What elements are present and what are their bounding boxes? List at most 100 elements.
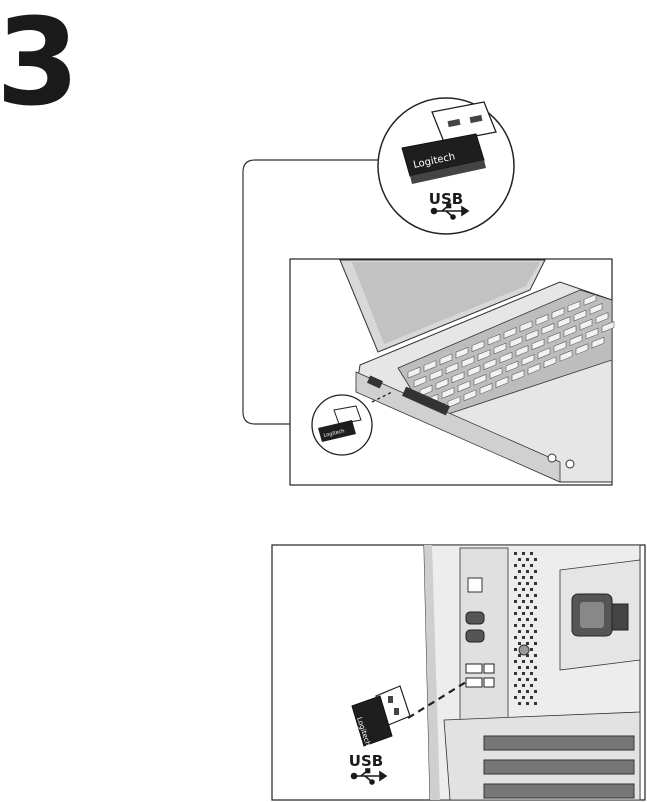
- vent-hole: [522, 660, 525, 663]
- vent-hole: [514, 612, 517, 615]
- keyboard-key: [567, 300, 581, 313]
- vent-hole: [522, 552, 525, 555]
- vent-hole: [518, 690, 521, 693]
- keyboard-key: [463, 389, 477, 402]
- keyboard-key: [435, 378, 449, 390]
- keyboard-key: [601, 321, 615, 333]
- keyboard-key: [525, 329, 539, 342]
- laptop-panel: Logitech: [289, 258, 615, 486]
- keyboard-key: [585, 327, 599, 340]
- keyboard-key: [553, 340, 567, 353]
- vent-hole: [518, 594, 521, 597]
- keyboard-key: [573, 309, 587, 322]
- vent-hole: [530, 624, 533, 627]
- vent-hole: [522, 696, 525, 699]
- desktop-usb-symbol-icon: [350, 768, 388, 785]
- keyboard-key: [509, 336, 523, 348]
- vent-hole: [518, 606, 521, 609]
- vent-hole: [526, 690, 529, 693]
- keyboard-key: [527, 363, 541, 375]
- vent-hole: [530, 696, 533, 699]
- vent-hole: [522, 684, 525, 687]
- vent-hole: [514, 564, 517, 567]
- keyboard-key: [455, 346, 469, 359]
- vent-hole: [522, 636, 525, 639]
- vent-hole: [518, 558, 521, 561]
- vent-hole: [526, 558, 529, 561]
- keyboard-key: [479, 382, 493, 395]
- vent-hole: [518, 678, 521, 681]
- keyboard-key: [541, 322, 555, 335]
- vent-hole: [534, 690, 537, 693]
- keyboard-key: [505, 360, 519, 373]
- vent-grid: [514, 552, 537, 705]
- vent-hole: [526, 606, 529, 609]
- keyboard-key: [407, 366, 421, 379]
- laptop-receiver-brand: Logitech: [323, 428, 345, 439]
- vent-hole: [534, 666, 537, 669]
- keyboard-key: [575, 343, 589, 355]
- vent-hole: [530, 552, 533, 555]
- keyboard-key: [487, 333, 501, 346]
- vent-hole: [518, 654, 521, 657]
- keyboard-key: [583, 294, 597, 306]
- vent-hole: [530, 660, 533, 663]
- vent-hole: [514, 600, 517, 603]
- vent-hole: [534, 642, 537, 645]
- keyboard-key: [531, 338, 545, 351]
- vent-hole: [522, 672, 525, 675]
- desktop-usb-port-1: [465, 663, 483, 674]
- vent-hole: [526, 702, 529, 705]
- vent-hole: [522, 600, 525, 603]
- keyboard-key: [477, 349, 491, 361]
- vent-hole: [514, 552, 517, 555]
- keyboard-key: [591, 336, 605, 349]
- keyboard-key: [473, 373, 487, 386]
- keyboard-key: [467, 364, 481, 377]
- keyboard-key: [557, 316, 571, 328]
- vent-hole: [534, 678, 537, 681]
- vent-hole: [530, 648, 533, 651]
- desktop-usb-port-2: [465, 677, 483, 688]
- vent-hole: [526, 594, 529, 597]
- keyboard-key: [471, 340, 485, 352]
- vent-hole: [514, 660, 517, 663]
- vent-hole: [534, 606, 537, 609]
- vent-hole: [530, 600, 533, 603]
- vent-hole: [514, 624, 517, 627]
- callout-connector-line: [242, 159, 382, 425]
- vent-hole: [526, 630, 529, 633]
- vent-hole: [534, 570, 537, 573]
- vent-hole: [522, 576, 525, 579]
- keyboard-key: [543, 356, 557, 369]
- keyboard-key: [589, 303, 603, 315]
- usb-label: USB: [429, 190, 463, 208]
- vent-hole: [534, 630, 537, 633]
- keyboard-key: [563, 325, 577, 337]
- vent-hole: [534, 558, 537, 561]
- vent-hole: [518, 630, 521, 633]
- keyboard-key: [495, 376, 509, 388]
- vent-hole: [530, 684, 533, 687]
- vent-hole: [534, 594, 537, 597]
- desktop-receiver-icon: Logitech: [351, 685, 411, 747]
- vent-hole: [526, 666, 529, 669]
- desktop-panel: Logitech USB: [271, 544, 646, 801]
- vent-hole: [534, 618, 537, 621]
- vent-hole: [514, 576, 517, 579]
- keyboard-key: [461, 355, 475, 368]
- desktop-usb-label: USB: [349, 752, 383, 770]
- keyboard-key: [535, 313, 549, 326]
- ethernet-port: [467, 577, 483, 593]
- keyboard-key: [489, 367, 503, 379]
- usb-symbol-icon: [430, 203, 470, 220]
- keyboard-key: [499, 351, 513, 364]
- step-number: 3: [0, 0, 80, 133]
- keyboard-key: [457, 380, 471, 393]
- vent-hole: [518, 702, 521, 705]
- vent-hole: [526, 618, 529, 621]
- usb-receiver-icon: Logitech: [401, 101, 497, 184]
- keyboard-key: [511, 369, 525, 382]
- keyboard-key: [547, 331, 561, 344]
- vent-hole: [514, 696, 517, 699]
